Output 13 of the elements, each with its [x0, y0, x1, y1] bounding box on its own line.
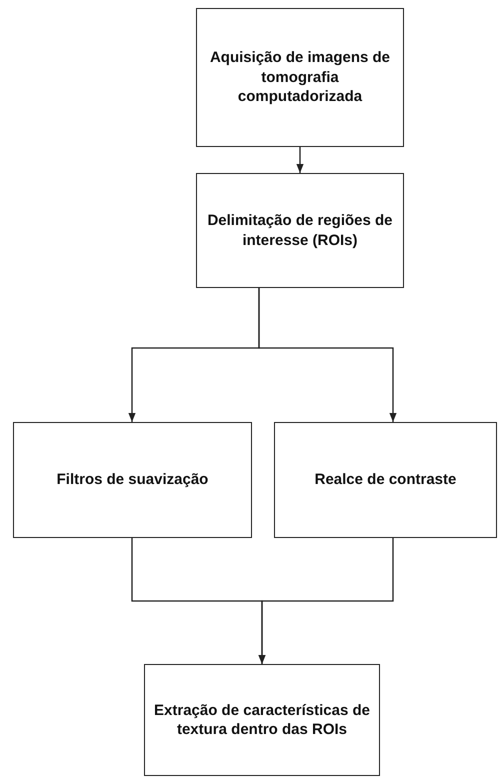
- arrow: [296, 147, 304, 173]
- arrow: [258, 288, 397, 422]
- process-box: [13, 422, 252, 538]
- box-label: Aquisição de imagens de tomografia computadorizada: [208, 48, 392, 107]
- process-box: [196, 173, 404, 288]
- box-label: Realce de contraste: [314, 470, 456, 490]
- arrow: [258, 538, 394, 664]
- box-label: Extração de características de textura dentro das ROIs: [153, 700, 371, 740]
- process-box: [274, 422, 497, 538]
- box-label: Delimitação de regiões de interesse (ROIs): [206, 211, 394, 250]
- process-box: [196, 8, 404, 147]
- process-box: [144, 664, 380, 776]
- box-label: Filtros de suavização: [56, 470, 208, 490]
